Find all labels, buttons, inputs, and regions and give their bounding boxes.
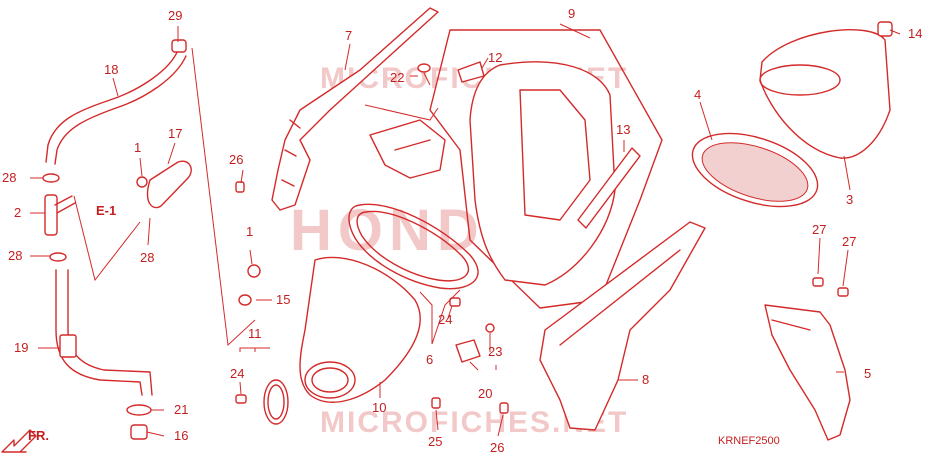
- callout-25: 25: [428, 434, 442, 449]
- ref-label-e1: E-1: [96, 203, 116, 218]
- diagram-code: KRNEF2500: [718, 435, 780, 447]
- callout-6: 6: [426, 352, 433, 367]
- filter-holder: [369, 119, 446, 179]
- callout-8: 8: [642, 372, 649, 387]
- screw-22: [417, 63, 431, 73]
- callout-23: 23: [488, 344, 502, 359]
- callout-15: 15: [276, 292, 290, 307]
- collar-23: [485, 323, 495, 333]
- callout-1b: 1: [246, 224, 253, 239]
- bolt-26-left: [235, 181, 245, 193]
- bolt-25: [431, 397, 441, 409]
- callout-10: 10: [372, 400, 386, 415]
- callout-24a: 24: [230, 366, 244, 381]
- callout-3: 3: [846, 192, 853, 207]
- hose-clip: [171, 39, 187, 53]
- callout-22: 22: [390, 70, 404, 85]
- front-arrow-icon: [1, 429, 37, 453]
- breather-hose-upper: [45, 49, 187, 165]
- small-clip-lower: [247, 264, 261, 278]
- tube-band: [263, 379, 289, 425]
- callout-9: 9: [568, 6, 575, 21]
- case-gasket: [348, 203, 479, 290]
- callout-2: 2: [14, 205, 21, 220]
- seal-side: [577, 147, 641, 229]
- callout-28a: 28: [2, 170, 16, 185]
- callout-16: 16: [174, 428, 188, 443]
- breather-cap: [130, 424, 148, 440]
- callout-12: 12: [488, 50, 502, 65]
- bracket-20: [455, 339, 481, 363]
- callout-26b: 26: [490, 440, 504, 455]
- bolt-27-right: [837, 287, 849, 297]
- bolt-24-mid: [449, 297, 461, 307]
- bolt-27-left: [812, 277, 824, 287]
- front-label: FR.: [28, 428, 49, 443]
- callout-13: 13: [616, 122, 630, 137]
- callout-20: 20: [478, 386, 492, 401]
- callout-24b: 24: [438, 312, 452, 327]
- breather-hose-lower: [55, 269, 153, 396]
- mud-guard: [764, 304, 851, 441]
- hose-band: [126, 404, 152, 416]
- clamp-lower: [49, 252, 67, 262]
- connecting-tube: [299, 256, 421, 403]
- leader-lines: [30, 23, 901, 437]
- small-clip-upper: [136, 176, 148, 188]
- callout-7: 7: [345, 28, 352, 43]
- callout-4: 4: [694, 87, 701, 102]
- breather-joint: [44, 194, 76, 236]
- callout-27a: 27: [812, 222, 826, 237]
- air-filter-element: [691, 132, 819, 208]
- air-cleaner-case: [429, 29, 663, 309]
- callout-17: 17: [168, 126, 182, 141]
- callout-5: 5: [864, 366, 871, 381]
- callout-29: 29: [168, 8, 182, 23]
- bolt-26-low: [499, 402, 509, 414]
- callout-28c: 28: [140, 250, 154, 265]
- callout-21: 21: [174, 402, 188, 417]
- washer-15: [238, 294, 252, 306]
- bolt-24-low: [235, 394, 247, 404]
- callout-18: 18: [104, 62, 118, 77]
- clamp-upper: [42, 173, 60, 183]
- callout-1a: 1: [134, 140, 141, 155]
- callout-28b: 28: [8, 248, 22, 263]
- seal-upper: [457, 61, 485, 83]
- wing-bolt: [877, 21, 893, 37]
- callout-14: 14: [908, 26, 922, 41]
- element-cover: [759, 29, 891, 159]
- callout-26a: 26: [229, 152, 243, 167]
- housing-bracket: [271, 7, 439, 211]
- callout-19: 19: [14, 340, 28, 355]
- callout-27b: 27: [842, 234, 856, 249]
- drain-tube: [146, 160, 192, 209]
- callout-11: 11: [248, 326, 262, 341]
